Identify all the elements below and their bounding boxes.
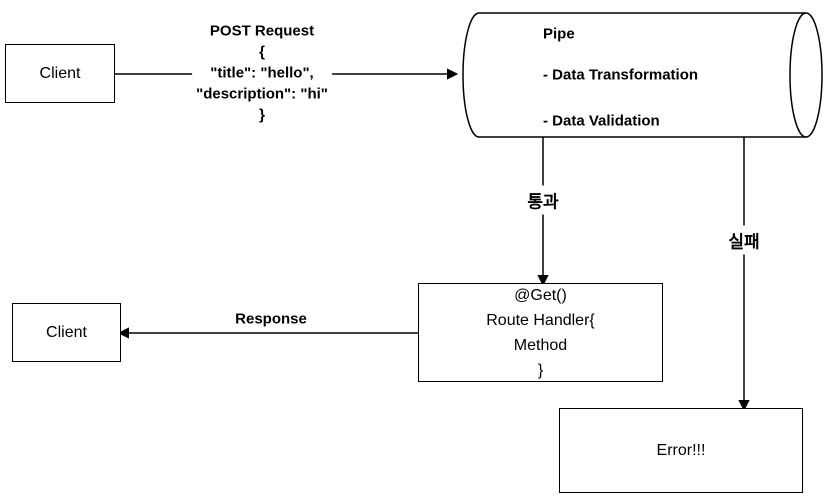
client-node-top-label: Client [39, 65, 81, 82]
pipe-item-data-transformation: - Data Transformation [543, 66, 699, 84]
post-request-edge-label: POST Request { "title": "hello", "descri… [192, 20, 332, 126]
route-handler-node: @Get() Route Handler{ Method } [418, 283, 663, 382]
client-node-bottom: Client [12, 303, 121, 362]
error-node-label: Error!!! [656, 442, 706, 459]
client-node-bottom-label: Client [46, 324, 87, 341]
client-node-top: Client [5, 44, 115, 103]
pipe-item-data-validation: - Data Validation [543, 112, 660, 130]
pipe-cylinder-body [462, 12, 806, 138]
pipe-title: Pipe [543, 25, 575, 43]
pipe-cylinder-cap [789, 12, 823, 138]
response-edge-label: Response [235, 310, 307, 328]
pass-edge-label: 통과 [522, 185, 564, 215]
fail-edge-label: 실패 [723, 225, 765, 255]
route-handler-label: @Get() Route Handler{ Method } [486, 286, 595, 379]
error-node: Error!!! [559, 408, 803, 493]
